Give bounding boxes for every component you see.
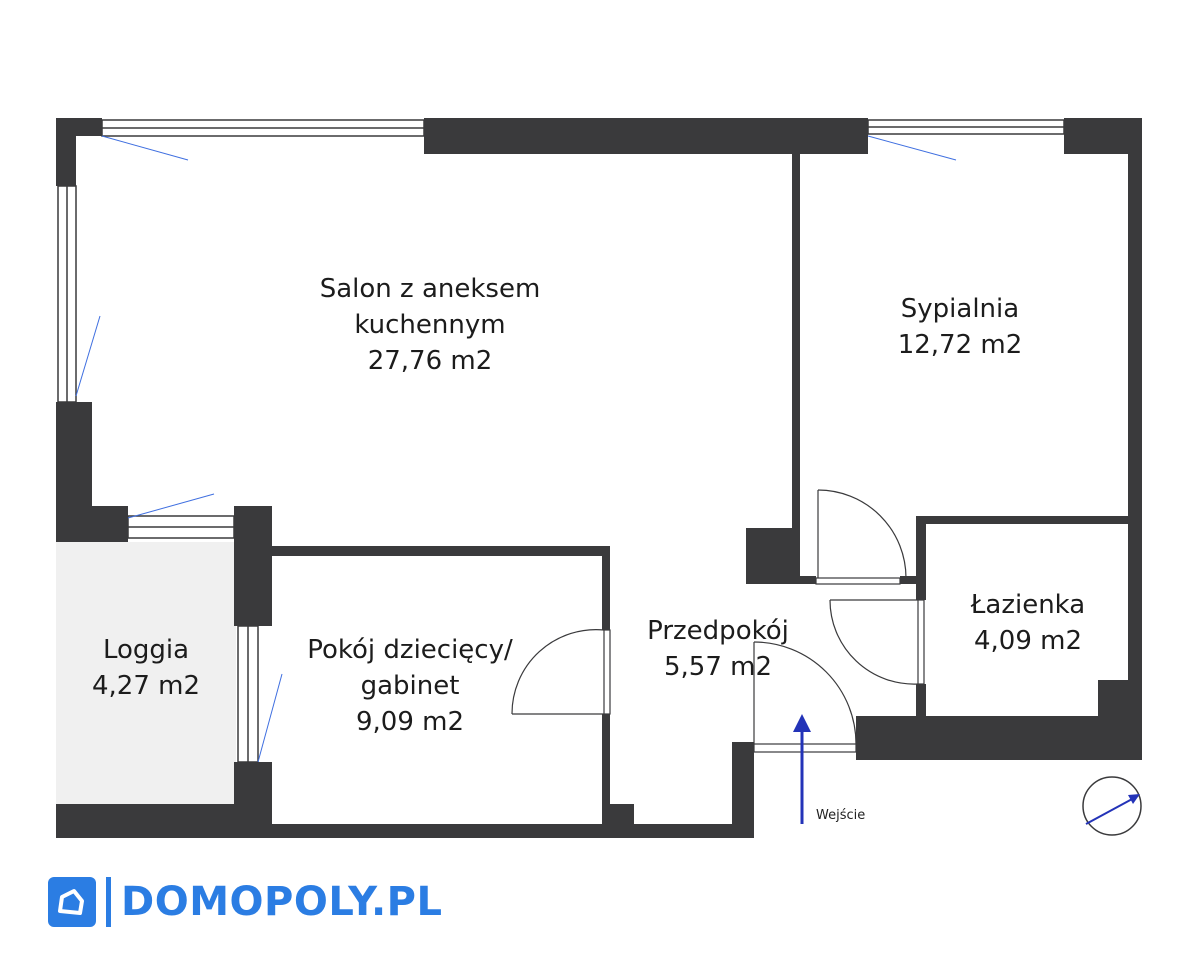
room-area: 4,27 m2 bbox=[91, 671, 201, 701]
room-area: 5,57 m2 bbox=[663, 652, 773, 682]
brand-name: DOMOPOLY.PL bbox=[121, 879, 443, 925]
room-label-loggia: Loggia 4,27 m2 bbox=[66, 632, 226, 704]
room-name-line: Przedpokój bbox=[647, 616, 789, 646]
room-name-line: Pokój dziecięcy/ bbox=[307, 635, 513, 665]
room-label-pokoj-dzieciecy: Pokój dziecięcy/ gabinet 9,09 m2 bbox=[280, 632, 540, 740]
compass-icon bbox=[1082, 776, 1142, 836]
walls bbox=[56, 118, 1142, 838]
house-logo-icon bbox=[48, 877, 96, 927]
room-label-sypialnia: Sypialnia 12,72 m2 bbox=[860, 291, 1060, 363]
room-area: 12,72 m2 bbox=[897, 330, 1023, 360]
window-swings bbox=[75, 135, 957, 763]
logo-divider bbox=[106, 877, 111, 927]
room-name-line: Salon z aneksem bbox=[319, 274, 541, 304]
room-area: 4,09 m2 bbox=[973, 626, 1083, 656]
entrance-arrow-icon bbox=[793, 714, 811, 824]
loggia-floor bbox=[56, 542, 236, 804]
room-label-przedpokoj: Przedpokój 5,57 m2 bbox=[618, 613, 818, 685]
entry-label: Wejście bbox=[816, 808, 866, 823]
doors bbox=[511, 489, 925, 753]
room-area: 27,76 m2 bbox=[367, 346, 493, 376]
brand-logo: DOMOPOLY.PL bbox=[48, 876, 442, 928]
room-label-lazienka: Łazienka 4,09 m2 bbox=[938, 587, 1118, 659]
room-name-line: gabinet bbox=[360, 671, 460, 701]
room-name-line: Łazienka bbox=[970, 590, 1086, 620]
room-area: 9,09 m2 bbox=[355, 707, 465, 737]
windows bbox=[57, 119, 1065, 763]
room-name-line: Loggia bbox=[102, 635, 190, 665]
room-name-line: kuchennym bbox=[354, 310, 506, 340]
room-label-salon: Salon z aneksem kuchennym 27,76 m2 bbox=[290, 271, 570, 379]
room-name-line: Sypialnia bbox=[900, 294, 1020, 324]
